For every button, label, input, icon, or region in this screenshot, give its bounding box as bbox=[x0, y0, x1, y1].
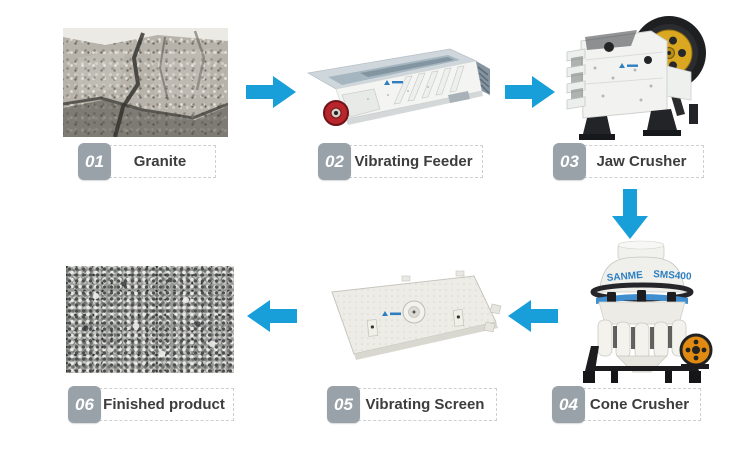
step-label-5: 05 Vibrating Screen bbox=[327, 386, 497, 423]
step-label-2: 02 Vibrating Feeder bbox=[318, 143, 483, 180]
brand-logo-icon bbox=[382, 311, 401, 316]
step-number-badge: 02 bbox=[318, 143, 351, 180]
step-label-4: 04 Cone Crusher bbox=[552, 386, 701, 423]
arrow-left-icon bbox=[508, 300, 558, 332]
cone-brand-text: SANME bbox=[606, 270, 643, 284]
pulley-wheel bbox=[679, 333, 713, 369]
step-number-badge: 06 bbox=[68, 386, 101, 423]
vibrating-screen-illustration bbox=[331, 270, 502, 360]
step-number-badge: 01 bbox=[78, 143, 111, 180]
cone-crusher-illustration: SANME SMS400 bbox=[583, 240, 713, 383]
side-ribs bbox=[566, 48, 586, 110]
arrow-down-icon bbox=[612, 189, 648, 239]
gravel-highlights bbox=[83, 277, 216, 358]
cone-model-text: SMS400 bbox=[653, 269, 692, 283]
step-label-3: 03 Jaw Crusher bbox=[553, 143, 704, 180]
step-number-badge: 05 bbox=[327, 386, 360, 423]
vibrating-feeder-illustration bbox=[306, 48, 490, 126]
step-label-text: Granite bbox=[104, 145, 216, 178]
step-label-6: 06 Finished product bbox=[68, 386, 234, 423]
hydraulic-cylinders bbox=[597, 319, 687, 360]
gravel-texture bbox=[66, 266, 234, 373]
brand-logo-icon bbox=[619, 63, 638, 68]
step-label-text: Vibrating Screen bbox=[353, 388, 497, 421]
arrow-left-icon bbox=[247, 300, 297, 332]
step-label-1: 01 Granite bbox=[78, 143, 216, 180]
jaw-crusher-illustration bbox=[566, 16, 706, 140]
vibrator-hub bbox=[402, 300, 426, 324]
brand-logo-icon bbox=[384, 80, 403, 85]
granite-cracks bbox=[63, 28, 228, 137]
arrow-right-icon bbox=[246, 76, 296, 108]
step-label-text: Jaw Crusher bbox=[579, 145, 704, 178]
arrow-right-icon bbox=[505, 76, 555, 108]
step-number-badge: 04 bbox=[552, 386, 585, 423]
step-label-text: Vibrating Feeder bbox=[344, 145, 483, 178]
step-label-text: Finished product bbox=[94, 388, 234, 421]
step-label-text: Cone Crusher bbox=[578, 388, 701, 421]
finished-product-photo bbox=[66, 266, 234, 373]
granite-photo bbox=[63, 28, 228, 137]
step-number-badge: 03 bbox=[553, 143, 586, 180]
